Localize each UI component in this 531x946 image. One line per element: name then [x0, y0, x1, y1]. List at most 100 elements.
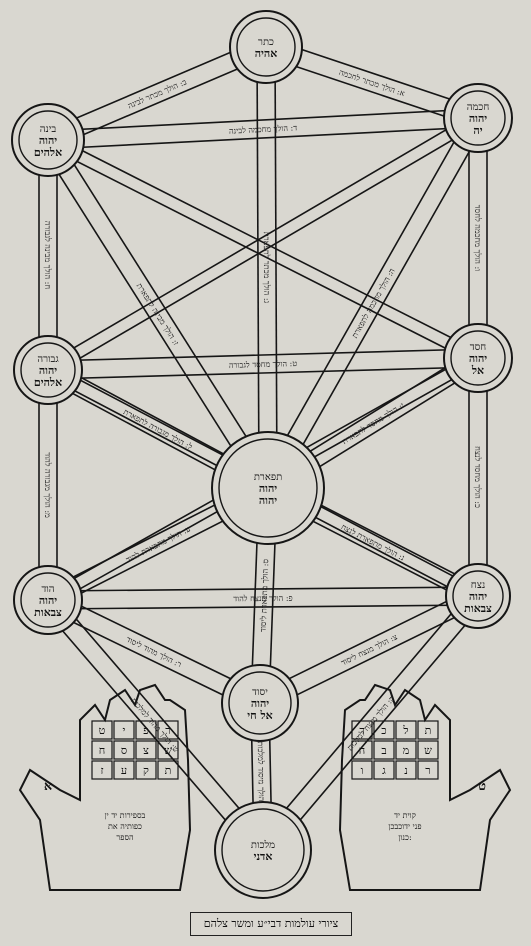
finger-letter: ש: [164, 744, 172, 757]
hand-note-line: בספירות יד ין: [105, 811, 146, 820]
path-text: ח: הולך מבינה לגבורה: [43, 221, 52, 289]
finger-cell: [91, 720, 113, 740]
path-band-hod-malkhut: [40, 593, 271, 857]
path-text: כ: הולך מחסד לנצח: [473, 446, 482, 508]
finger-letter: מ: [403, 744, 410, 757]
sefirah-tiferet-line: יהוה: [259, 494, 277, 507]
finger-cell: [373, 720, 395, 740]
sefirah-netzach-line: נצח: [471, 580, 485, 591]
thumb-letter: א: [44, 779, 52, 794]
finger-letter: ת: [165, 764, 172, 777]
sefirah-keter-line: אהיה: [255, 47, 278, 60]
path-text: ו: הולך מחכמה לחסד: [473, 205, 482, 271]
finger-letter: ס: [121, 744, 127, 757]
finger-letter: ב: [381, 744, 386, 757]
path-band-chokhmah-chesed: [468, 118, 488, 358]
finger-letter: ק: [143, 764, 149, 777]
path-band-chokhmah-binah: [47, 108, 479, 150]
finger-letter: פ: [143, 724, 149, 737]
path-text: ט: הולך מחסד לגבורה: [229, 359, 298, 370]
sefirah-chokhmah-line: יה: [473, 124, 482, 137]
path-band-chesed-netzach: [468, 358, 488, 596]
path-text: פ: הולך מנצח להוד: [233, 594, 293, 604]
finger-cell: [395, 740, 417, 760]
bottom-caption: ציורי עולמות דבי״ע ומשר צלהם: [190, 912, 352, 936]
finger-cell: [157, 740, 179, 760]
path-band-hod-yesod: [43, 591, 265, 712]
finger-letter: ז: [100, 764, 103, 777]
path-text: ד: הולך מחכמה לבינה: [229, 123, 298, 135]
path-text: ס: הולך מתפארת ליסוד: [259, 558, 271, 632]
finger-cell: [417, 720, 439, 740]
sefirah-gevurah-line: יהוה: [39, 364, 57, 377]
finger-cell: [91, 760, 113, 780]
path-band-netzach-malkhut: [255, 589, 486, 857]
finger-cell: [417, 740, 439, 760]
hand-right-outline: [338, 683, 512, 891]
sefirot-layer: כתראהיהחכמהיהוהיהבינהיהוהאלהיםחסדיהוהאלג…: [11, 10, 513, 899]
finger-cell: [395, 720, 417, 740]
finger-cell: [417, 760, 439, 780]
sefirah-tiferet-line: תפארת: [254, 472, 282, 483]
path-band-binah-tiferet: [39, 134, 277, 494]
sefirah-hod-line: יהוה: [39, 594, 57, 607]
path-text: מ: הולך מגבורה להוד: [43, 452, 52, 518]
finger-letter: י: [123, 724, 126, 737]
hand-note-line: הספר: [116, 833, 134, 842]
finger-letter: ש: [424, 744, 432, 757]
finger-letter: ר: [165, 724, 170, 737]
finger-letter: ו: [361, 764, 364, 777]
finger-cell: [135, 720, 157, 740]
sefirah-chokhmah-line: יהוה: [469, 112, 487, 125]
finger-letter: ר: [425, 764, 430, 777]
finger-letter: צ: [143, 744, 149, 757]
path-band-netzach-yesod: [255, 587, 483, 712]
finger-letter: ג: [382, 764, 386, 777]
path-text: ת: הולך מיסוד למלכות: [256, 741, 266, 811]
cross-band-binah-chesed: [44, 133, 482, 365]
sefirah-binah-line: יהוה: [39, 134, 57, 147]
sefirah-chesed-line: חסד: [470, 342, 486, 353]
thumb-letter: ט: [478, 779, 486, 794]
finger-cell: [135, 760, 157, 780]
sefirah-netzach-line: צבאות: [464, 602, 492, 615]
finger-cell: [351, 740, 373, 760]
sefirah-gevurah-line: אלהים: [34, 376, 62, 389]
path-band-keter-chokhmah: [262, 37, 482, 128]
sefirah-gevurah-line: גבורה: [37, 354, 58, 365]
sefirah-binah-line: בינה: [40, 124, 57, 135]
finger-letter: ע: [121, 764, 127, 777]
path-band-chokhmah-tiferet: [259, 113, 487, 493]
sefirah-tiferet-line: יהוה: [259, 482, 277, 495]
finger-cell: [395, 760, 417, 780]
sefirah-hod-line: צבאות: [34, 606, 62, 619]
sefirah-yesod-line: יסוד: [252, 687, 268, 698]
path-band-netzach-hod: [47, 586, 479, 610]
sefirah-chesed-line: יהוה: [469, 352, 487, 365]
sefirah-netzach-line: יהוה: [469, 590, 487, 603]
path-band-gevurah-hod: [38, 370, 58, 600]
hand-note-line: פני ידוכבכן: [388, 822, 421, 831]
finger-cell: [157, 720, 179, 740]
sefirah-binah-line: אלהים: [34, 146, 62, 159]
sefirah-malkhut-line: מלכות: [251, 839, 275, 851]
finger-cell: [373, 760, 395, 780]
finger-cell: [351, 720, 373, 740]
finger-cell: [113, 720, 135, 740]
sefirah-chokhmah-line: חכמה: [467, 102, 490, 113]
path-band-chesed-gevurah: [47, 348, 479, 380]
finger-cell: [157, 760, 179, 780]
sefirah-chesed-line: אל: [471, 364, 484, 377]
